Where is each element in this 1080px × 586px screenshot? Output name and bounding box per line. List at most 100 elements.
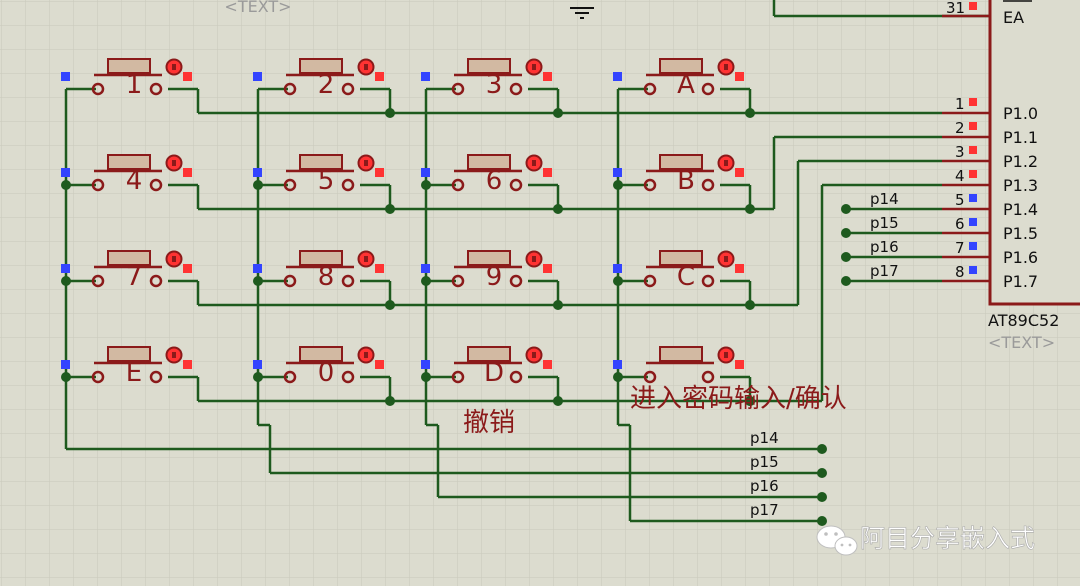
pin-state-blue [421, 72, 430, 81]
mcu-pin-state [969, 170, 977, 178]
junction-dot [553, 300, 563, 310]
watermark: 阿目分享嵌入式 [816, 524, 1035, 556]
button-contact [283, 274, 297, 288]
keypad-button[interactable]: C [613, 250, 744, 292]
button-contact [643, 274, 657, 288]
button-cap [299, 250, 343, 266]
button-label: 4 [126, 166, 143, 196]
button-cap [299, 154, 343, 170]
button-cap [299, 346, 343, 362]
button-contact [643, 370, 657, 384]
button-contact [341, 370, 355, 384]
button-state-mark [532, 352, 536, 358]
keypad-button[interactable]: 5 [253, 154, 384, 196]
net-label: p17 [870, 262, 899, 280]
button-cap [659, 58, 703, 74]
mcu-pin-name: P1.4 [1003, 200, 1038, 219]
keypad-button[interactable]: 9 [421, 250, 552, 292]
keypad-button[interactable]: D [421, 346, 552, 388]
junction-dot [745, 300, 755, 310]
junction-dot [745, 108, 755, 118]
mcu-pin-state [969, 194, 977, 202]
button-contact [509, 178, 523, 192]
button-label: 0 [318, 358, 335, 388]
junction-dot [385, 108, 395, 118]
button-state-mark [172, 256, 176, 262]
junction-dot [613, 372, 623, 382]
button-state-mark [364, 352, 368, 358]
button-cap [659, 154, 703, 170]
button-state-mark [724, 64, 728, 70]
mcu-pin-name: P1.6 [1003, 248, 1038, 267]
button-contact [451, 370, 465, 384]
button-label: 1 [126, 70, 143, 100]
net-label: p15 [870, 214, 899, 232]
net-label: p16 [870, 238, 899, 256]
pin-state-red [375, 72, 384, 81]
button-state-mark [364, 160, 368, 166]
keypad-button[interactable]: 8 [253, 250, 384, 292]
pin-state-red [183, 264, 192, 273]
button-state-mark [364, 256, 368, 262]
pin-state-red [375, 360, 384, 369]
junction-dot [385, 300, 395, 310]
ground-symbol [570, 7, 594, 19]
pin-state-blue [253, 360, 262, 369]
pin-state-red [543, 72, 552, 81]
keypad-button[interactable]: A [613, 58, 744, 100]
pin-state-red [183, 72, 192, 81]
keypad-button[interactable] [613, 346, 744, 384]
keypad-button[interactable]: 6 [421, 154, 552, 196]
watermark-text: 阿目分享嵌入式 [860, 524, 1035, 553]
button-contact [643, 178, 657, 192]
mcu-pin-name: P1.5 [1003, 224, 1038, 243]
keypad-button[interactable]: 0 [253, 346, 384, 388]
net-label: p14 [870, 190, 899, 208]
mcu-text-placeholder[interactable]: <TEXT> [988, 333, 1055, 352]
keypad-button[interactable]: 3 [421, 58, 552, 100]
junction-dot [61, 372, 71, 382]
mcu-pin-state [969, 266, 977, 274]
keypad-button[interactable]: E [61, 346, 192, 388]
top-text-placeholder[interactable]: <TEXT> [224, 0, 291, 16]
keypad-button[interactable]: 4 [61, 154, 192, 196]
junction-dot [553, 396, 563, 406]
button-contact [643, 82, 657, 96]
button-contact [91, 274, 105, 288]
button-state-mark [724, 352, 728, 358]
button-state-mark [172, 64, 176, 70]
button-contact [341, 178, 355, 192]
pin-state-red [183, 168, 192, 177]
bottom-net-label: p14 [750, 429, 779, 447]
junction-dot [61, 276, 71, 286]
button-contact [509, 370, 523, 384]
button-state-mark [532, 160, 536, 166]
pin-state-red [375, 168, 384, 177]
button-cap [467, 154, 511, 170]
keypad-button[interactable]: B [613, 154, 744, 196]
button-cap [107, 58, 151, 74]
keypad-button[interactable]: 1 [61, 58, 192, 100]
junction-dot [817, 444, 827, 454]
keypad-button[interactable]: 2 [253, 58, 384, 100]
mcu-pin-number: 8 [955, 263, 965, 281]
keypad-button[interactable]: 7 [61, 250, 192, 292]
junction-dot [253, 180, 263, 190]
mcu-pin-state [969, 98, 977, 106]
mcu-pin-name: P1.1 [1003, 128, 1038, 147]
button-contact [91, 370, 105, 384]
pin-state-blue [253, 72, 262, 81]
button-label: 2 [318, 70, 335, 100]
button-cap [107, 154, 151, 170]
button-contact [451, 178, 465, 192]
bottom-net-label: p15 [750, 453, 779, 471]
ea-pin-number: 31 [946, 0, 965, 17]
mcu-pin-state [969, 242, 977, 250]
ea-label: EA [1003, 8, 1024, 27]
button-state-mark [532, 64, 536, 70]
button-state-mark [724, 256, 728, 262]
pin-state-blue [613, 360, 622, 369]
